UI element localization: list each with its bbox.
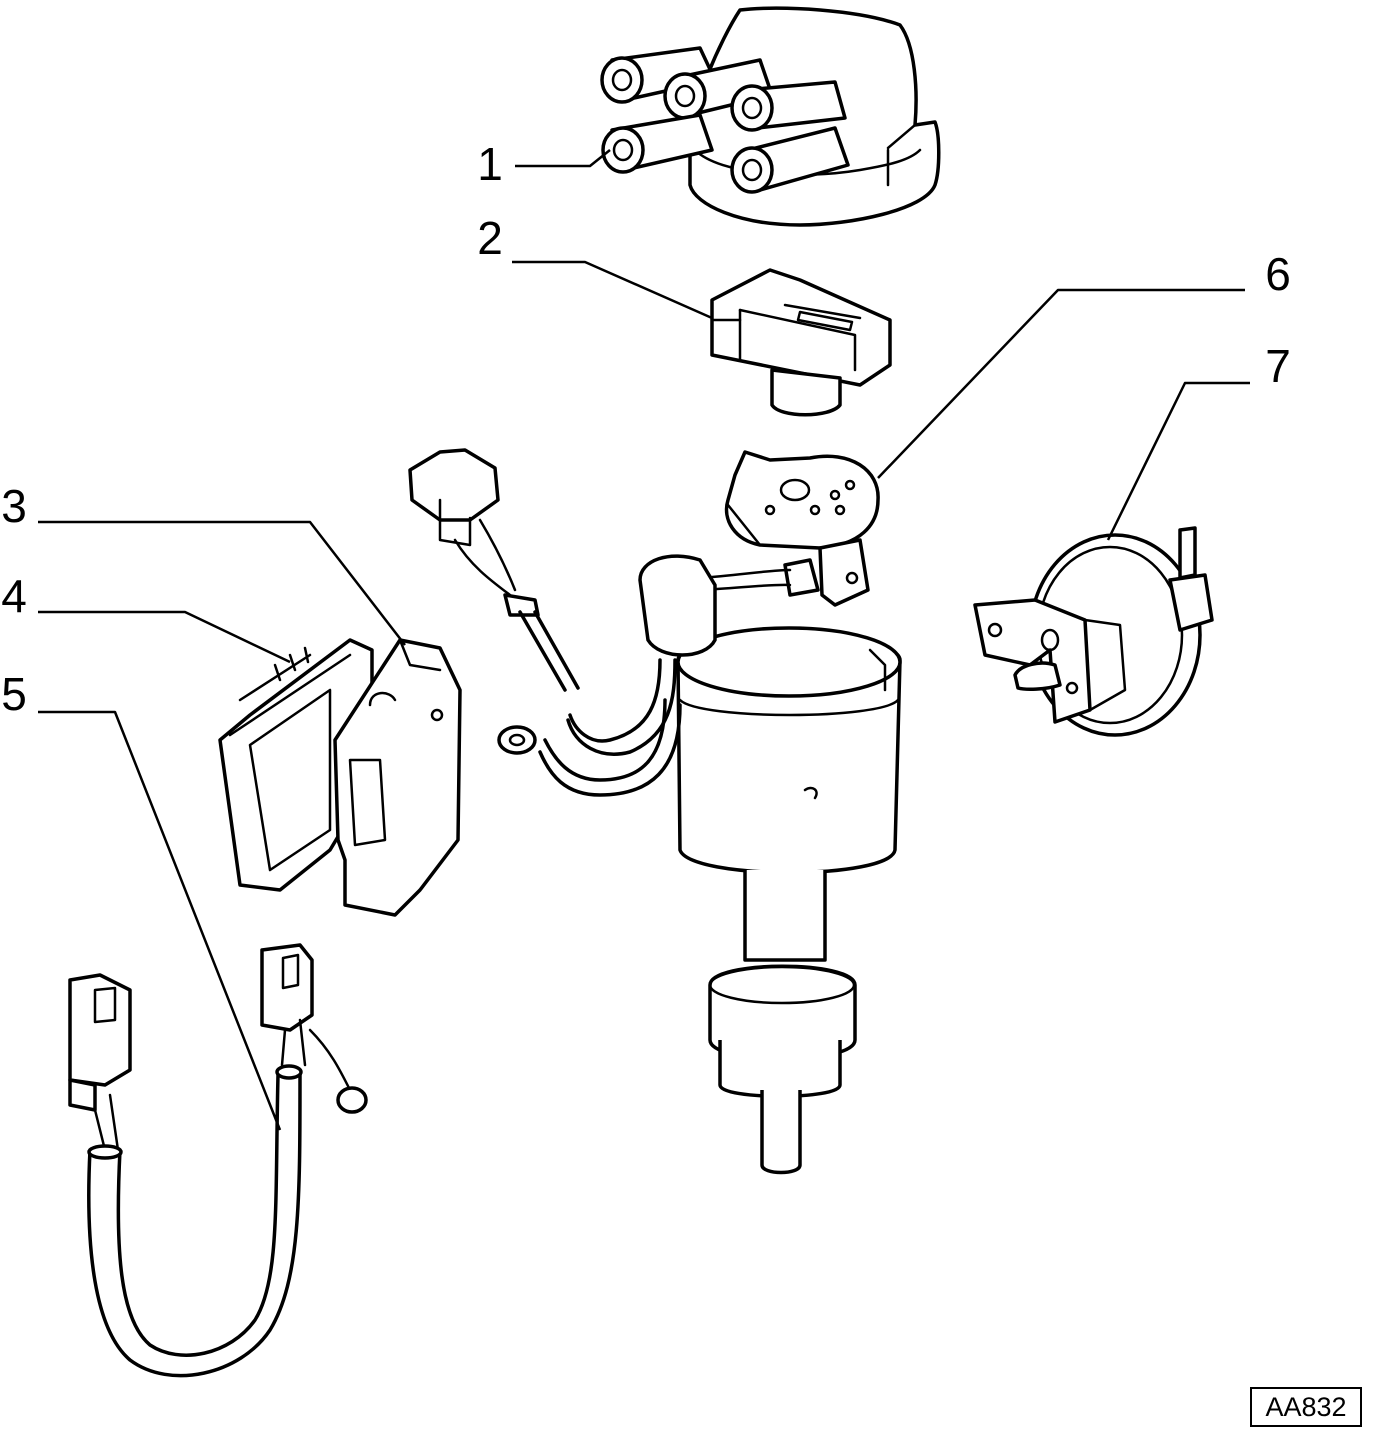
pickup-plate — [698, 450, 880, 607]
distributor-housing — [676, 626, 902, 1175]
wiring-harness — [68, 943, 368, 1378]
leader-7 — [1106, 381, 1250, 541]
callout-6: 6 — [1265, 248, 1291, 300]
vacuum-advance-unit — [973, 526, 1214, 737]
callout-3: 3 — [1, 480, 27, 532]
leader-6 — [877, 288, 1245, 479]
callout-2: 2 — [477, 212, 503, 264]
leader-3 — [38, 520, 406, 646]
leader-1 — [515, 149, 611, 168]
pickup-cable — [408, 448, 717, 797]
callout-4: 4 — [1, 570, 27, 622]
drawing-code: AA832 — [1250, 1387, 1362, 1427]
leader-4 — [38, 610, 291, 664]
callout-7: 7 — [1265, 340, 1291, 392]
ignition-module-heat-sink — [218, 638, 462, 917]
callout-5: 5 — [1, 668, 27, 720]
leader-lines — [38, 149, 1250, 1131]
rotor-arm — [710, 268, 892, 417]
leader-5 — [38, 710, 282, 1131]
leader-2 — [512, 260, 713, 320]
distributor-cap — [600, 6, 941, 227]
callout-1: 1 — [477, 138, 503, 190]
